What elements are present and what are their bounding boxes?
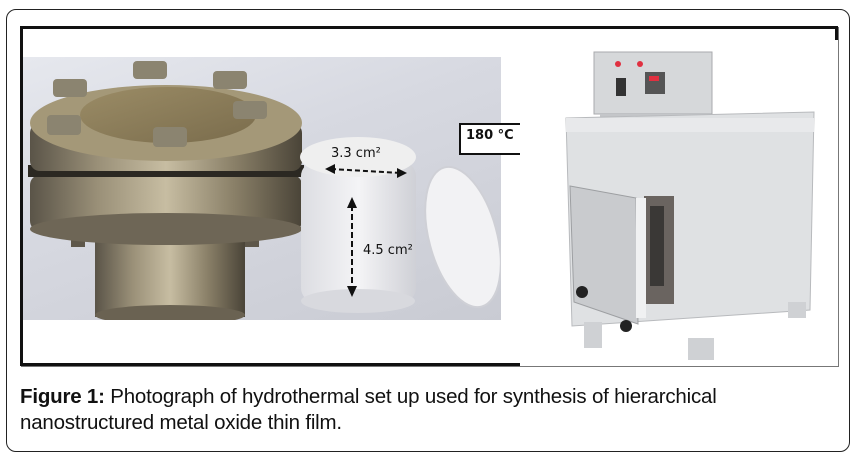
furnace-illustration bbox=[565, 51, 815, 360]
temperature-label: 180 °C bbox=[466, 128, 514, 143]
height-annotation: 4.5 cm² bbox=[363, 243, 413, 258]
figure-label: Figure 1: bbox=[20, 385, 105, 408]
figure-caption-text: Photograph of hydrothermal set up used f… bbox=[20, 385, 717, 434]
diameter-annotation: 3.3 cm² bbox=[331, 146, 381, 161]
figure-caption: Figure 1: Photograph of hydrothermal set… bbox=[20, 384, 840, 436]
autoclave-illustration bbox=[28, 61, 501, 320]
autoclave-photo bbox=[23, 57, 501, 320]
furnace-photo bbox=[520, 40, 838, 366]
